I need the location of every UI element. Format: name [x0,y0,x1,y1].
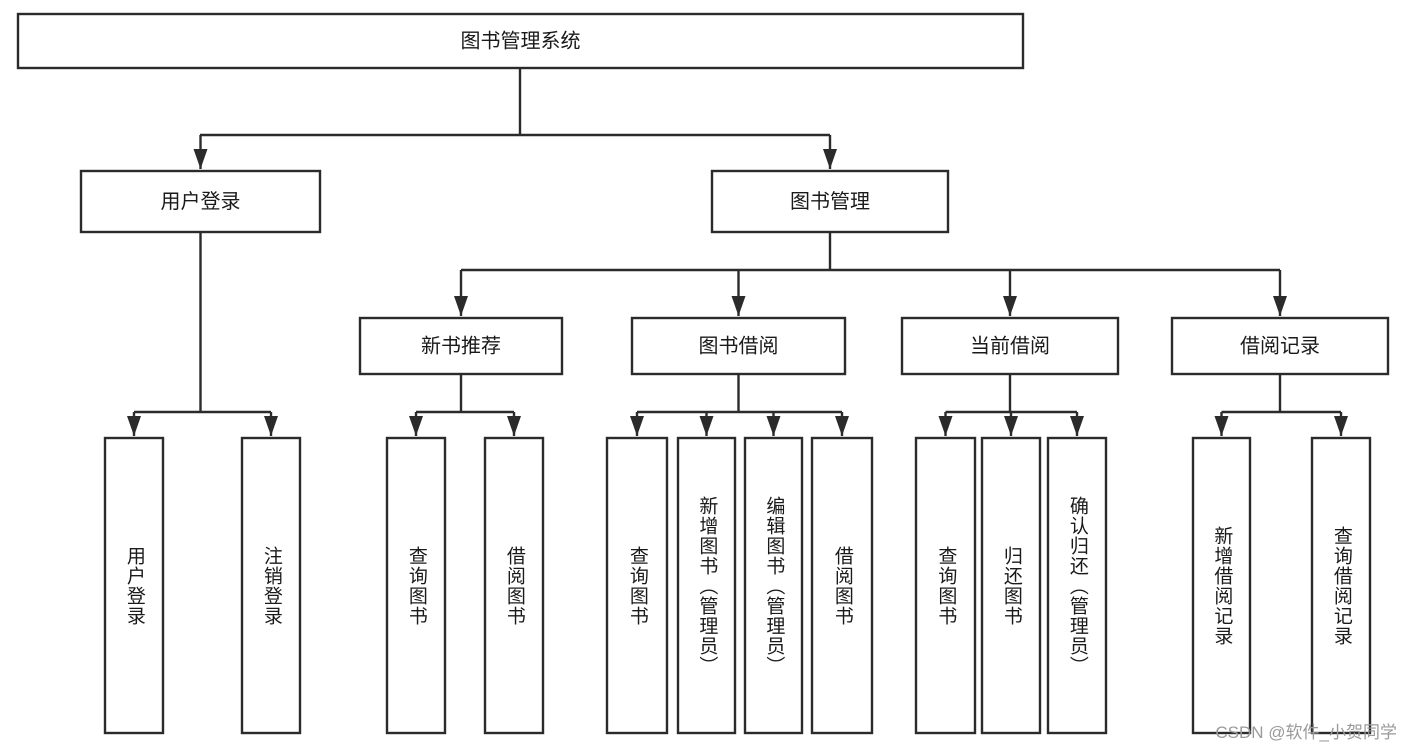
node-box-leaf-query-book-current[interactable] [914,436,977,735]
arrow-head-icon-leaf-query-book-borrow [630,416,644,436]
arrow-head-icon-leaf-query-book-current [938,416,953,436]
node-box-leaf-add-borrow-record[interactable] [1191,436,1252,735]
node-label-current-borrow: 当前借阅 [970,334,1050,357]
node-label-borrow-records: 借阅记录 [1240,334,1320,357]
arrow-head-icon-leaf-confirm-return-admin [1070,416,1084,436]
node-box-new-book-recommend[interactable] [358,316,564,376]
watermark-text: CSDN @软件_小贺同学 [1215,723,1397,742]
node-box-current-borrow[interactable] [900,316,1120,376]
node-label-new-book-recommend: 新书推荐 [421,334,501,357]
arrow-head-icon-user-login [193,149,208,169]
node-box-leaf-user-login[interactable] [103,436,165,735]
arrow-head-icon-book-management [823,149,837,169]
arrow-head-icon-borrow-records [1273,296,1287,316]
node-box-leaf-add-book-admin[interactable] [676,436,737,735]
arrow-head-icon-leaf-user-logout [264,416,278,436]
arrow-head-icon-new-book-recommend [454,296,468,316]
node-box-book-management[interactable] [710,169,950,234]
node-box-leaf-return-book[interactable] [980,436,1042,735]
arrow-head-icon-leaf-add-borrow-record [1214,416,1229,436]
node-label-book-borrow: 图书借阅 [699,334,779,357]
arrow-head-icon-current-borrow [1003,296,1017,316]
node-label-root: 图书管理系统 [461,29,581,52]
arrow-head-icon-leaf-query-borrow-record [1334,416,1348,436]
node-box-borrow-records[interactable] [1170,316,1390,376]
node-box-leaf-confirm-return-admin[interactable] [1046,436,1108,735]
node-box-leaf-query-borrow-record[interactable] [1310,436,1372,735]
arrow-head-icon-leaf-query-book-recommend [409,416,423,436]
arrow-head-icon-leaf-user-login [127,416,141,436]
node-box-leaf-edit-book-admin[interactable] [743,436,804,735]
node-box-leaf-borrow-book[interactable] [810,436,874,735]
node-box-leaf-query-book-borrow[interactable] [605,436,669,735]
node-box-book-borrow[interactable] [630,316,847,376]
arrow-head-icon-book-borrow [731,296,746,316]
connectors-layer [127,68,1348,436]
arrow-head-icon-leaf-borrow-book [835,416,849,436]
node-box-leaf-query-book-recommend[interactable] [385,436,447,735]
node-box-root[interactable] [16,12,1025,70]
arrow-head-icon-leaf-return-book [1004,416,1018,436]
node-label-user-login: 用户登录 [161,190,241,213]
node-box-user-login[interactable] [79,169,322,234]
arrow-head-icon-leaf-borrow-book-recommend [507,416,521,436]
node-box-leaf-user-logout[interactable] [240,436,302,735]
node-box-leaf-borrow-book-recommend[interactable] [483,436,545,735]
node-label-book-management: 图书管理 [790,190,870,213]
arrow-head-icon-leaf-edit-book-admin [766,416,781,436]
arrow-head-icon-leaf-add-book-admin [699,416,714,436]
boxes-layer [16,12,1390,735]
